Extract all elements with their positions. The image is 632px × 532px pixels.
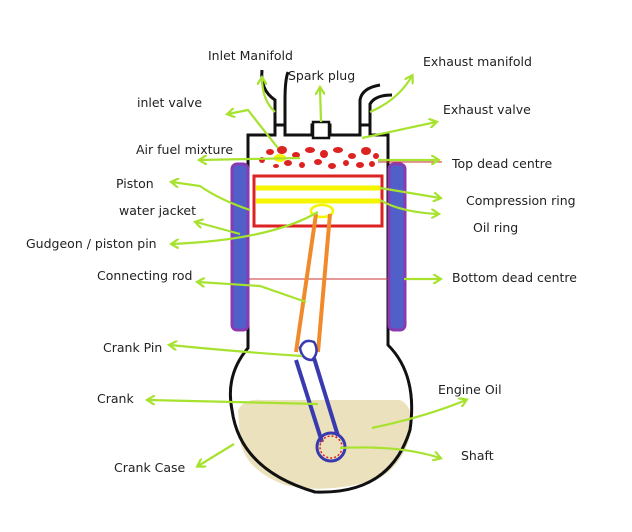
arrow-inlet-manifold [262, 78, 276, 113]
engine-oil-label: Engine Oil [438, 382, 502, 397]
arrow-oil-ring [379, 199, 438, 214]
arrow-compression-ring [379, 186, 440, 198]
arrow-engine-oil [371, 400, 466, 430]
connecting-rod [294, 213, 332, 353]
arrow-crank [148, 400, 319, 404]
arrow-inlet-valve [228, 110, 279, 149]
crank-pin-label: Crank Pin [103, 340, 163, 355]
connecting-rod-label: Connecting rod [97, 268, 193, 283]
arrow-crank-case [198, 443, 235, 466]
inlet-manifold [260, 69, 277, 125]
crank-label: Crank [97, 391, 134, 406]
water-jacket-left [230, 162, 250, 332]
inlet-manifold-label: Inlet Manifold [208, 48, 293, 63]
spark-plug [311, 120, 331, 140]
arrow-shaft [339, 446, 440, 458]
arrow-spark-plug [320, 88, 321, 123]
shaft-label: Shaft [461, 448, 494, 463]
exhaust-manifold [358, 83, 381, 125]
arrow-water-jacket [196, 222, 241, 236]
crank-pin [298, 339, 318, 362]
gudgeon-pin-label: Gudgeon / piston pin [26, 236, 157, 251]
bottom-dead-centre-label: Bottom dead centre [452, 270, 577, 285]
arrow-connecting-rod [198, 282, 307, 304]
arrow-exhaust-manifold [369, 76, 412, 114]
top-dead-centre-label: Top dead centre [452, 156, 553, 171]
exhaust-manifold-label: Exhaust manifold [423, 54, 532, 69]
arrow-air-fuel-mixture [200, 158, 301, 160]
air-fuel-mixture-label: Air fuel mixture [136, 142, 234, 157]
spark-plug-label: Spark plug [288, 68, 356, 83]
piston-label: Piston [116, 176, 154, 191]
water-jacket-label: water jacket [119, 203, 196, 218]
crank-case-label: Crank Case [114, 460, 186, 475]
engine-oil-area [238, 399, 412, 489]
compression-ring-label: Compression ring [466, 193, 576, 208]
arrow-exhaust-valve [361, 122, 436, 140]
oil-ring-label: Oil ring [473, 220, 519, 235]
arrow-piston [172, 182, 251, 212]
piston [252, 174, 384, 228]
arrow-gudgeon-pin [172, 211, 319, 244]
air-fuel-mixture [259, 146, 379, 169]
exhaust-valve-label: Exhaust valve [443, 102, 531, 117]
inlet-valve-label: inlet valve [137, 95, 203, 110]
arrow-crank-pin [170, 345, 303, 358]
